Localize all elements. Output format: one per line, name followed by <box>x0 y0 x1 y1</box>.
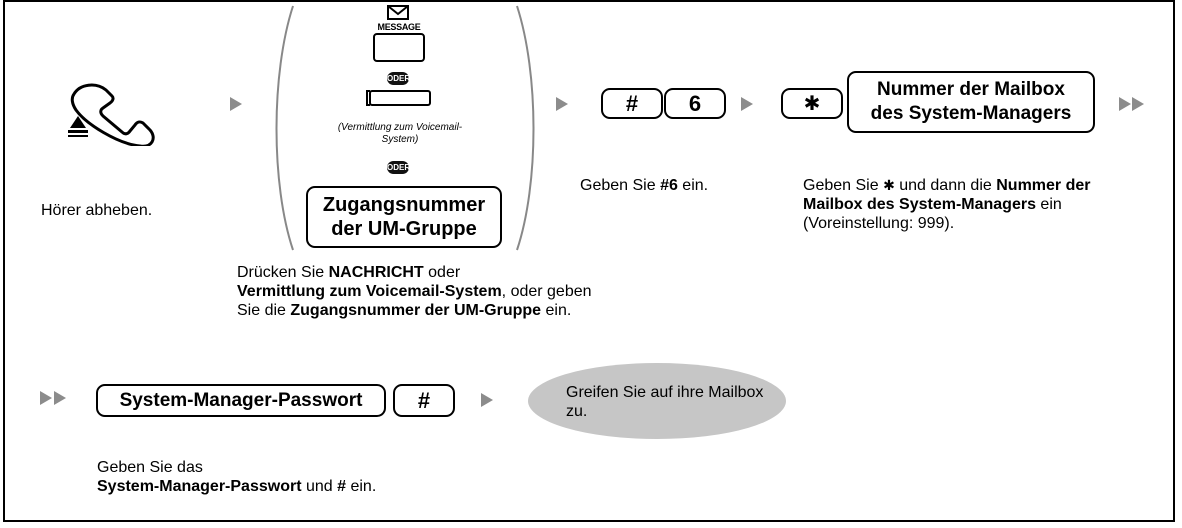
voicemail-key-caption: (Vermittlung zum Voicemail-System) <box>337 122 463 145</box>
step4-caption: Geben Sie ✱ und dann die Nummer der Mail… <box>803 177 1091 232</box>
result-oval <box>528 363 786 439</box>
double-arrow-right-b <box>1132 97 1144 111</box>
diagram-frame <box>3 0 1175 522</box>
step2-description: Drücken Sie NACHRICHT oder Vermittlung z… <box>237 264 592 319</box>
mailbox-number-key[interactable]: Nummer der Mailbox des System-Managers <box>847 71 1095 133</box>
options-bracket <box>275 5 535 251</box>
hash-key-2[interactable]: # <box>393 384 455 417</box>
arrow-3 <box>741 97 753 111</box>
oder-badge-2: ODER <box>387 161 411 174</box>
six-key[interactable]: 6 <box>664 88 726 119</box>
access-number-key[interactable]: Zugangsnummer der UM-Gruppe <box>306 186 502 248</box>
mailbox-key-line1: Nummer der Mailbox <box>877 79 1065 100</box>
mailbox-key-line2: des System-Managers <box>870 103 1072 124</box>
step1-caption: Hörer abheben. <box>41 202 153 219</box>
result-text: Greifen Sie auf ihre Mailbox zu. <box>566 384 764 420</box>
voicemail-transfer-key[interactable] <box>369 90 431 106</box>
step3-caption: Geben Sie #6 ein. <box>580 177 709 194</box>
double-arrow-left-b <box>54 391 66 405</box>
arrow-4 <box>481 393 493 407</box>
double-arrow-right-a <box>1119 97 1131 111</box>
message-key[interactable] <box>373 33 425 62</box>
star-key[interactable]: ✱ <box>781 88 843 119</box>
key-left-cap <box>366 90 370 106</box>
hash-key[interactable]: # <box>601 88 663 119</box>
access-key-line1: Zugangsnummer <box>322 194 486 216</box>
handset-offhook-icon <box>68 83 155 146</box>
envelope-icon <box>387 5 409 20</box>
oder-badge-1: ODER <box>387 72 411 85</box>
arrow-1 <box>230 97 242 111</box>
arrow-2 <box>556 97 568 111</box>
password-key[interactable]: System-Manager-Passwort <box>96 384 386 417</box>
message-label: MESSAGE <box>377 22 421 32</box>
access-key-line2: der UM-Gruppe <box>331 218 477 240</box>
double-arrow-left-a <box>40 391 52 405</box>
